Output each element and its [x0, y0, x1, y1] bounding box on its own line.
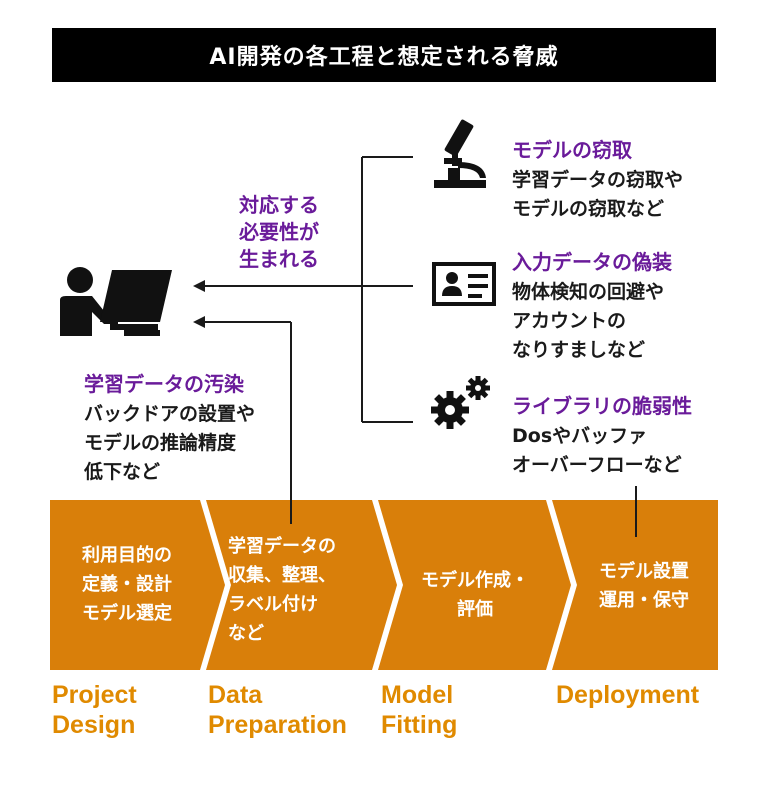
- user-computer-icon: [60, 267, 172, 336]
- arrow-head-poisoning: [193, 316, 205, 328]
- arrow-head-main: [193, 280, 205, 292]
- threat-desc-input-spoofing: 物体検知の回避や アカウントの なりすましなど: [512, 281, 665, 361]
- stage-text-deployment: モデル設置 運用・保守: [599, 561, 689, 611]
- phase-label-data-preparation: Data Preparation: [208, 681, 347, 739]
- stage-text-data-preparation: 学習データの 収集、整理、 ラベル付け など: [228, 536, 336, 644]
- stage-band: [50, 500, 718, 670]
- gears-icon: [431, 376, 490, 429]
- poisoning-connector: [204, 321, 292, 524]
- microscope-icon: [434, 119, 486, 188]
- threat-desc-model-theft: 学習データの窃取や モデルの窃取など: [512, 169, 684, 220]
- response-needed-label: 対応する 必要性が 生まれる: [239, 193, 319, 271]
- threat-desc-library-vulnerability: Dosやバッファ オーバーフローなど: [512, 425, 682, 476]
- phase-label-project-design: Project Design: [52, 681, 137, 739]
- id-card-icon: [432, 262, 496, 306]
- threat-title-library-vulnerability: ライブラリの脆弱性: [512, 394, 692, 418]
- threat-title-data-poisoning: 学習データの汚染: [84, 372, 244, 396]
- threat-desc-data-poisoning: バックドアの設置や モデルの推論精度 低下など: [84, 403, 256, 483]
- stage-shape-2: [206, 500, 397, 670]
- threat-title-input-spoofing: 入力データの偽装: [512, 250, 672, 274]
- stage-shape-3: [378, 500, 571, 670]
- threat-bracket: [204, 156, 413, 423]
- diagram-title: AI開発の各工程と想定される脅威: [52, 28, 716, 82]
- phase-label-model-fitting: Model Fitting: [381, 681, 458, 739]
- threat-title-model-theft: モデルの窃取: [512, 138, 632, 162]
- stage-shape-1: [50, 500, 225, 670]
- stage-text-project-design: 利用目的の 定義・設計 モデル選定: [82, 545, 172, 624]
- stage-text-model-fitting: モデル作成・ 評価: [421, 570, 529, 620]
- phase-label-deployment: Deployment: [556, 681, 700, 709]
- stage-shape-4: [552, 500, 718, 670]
